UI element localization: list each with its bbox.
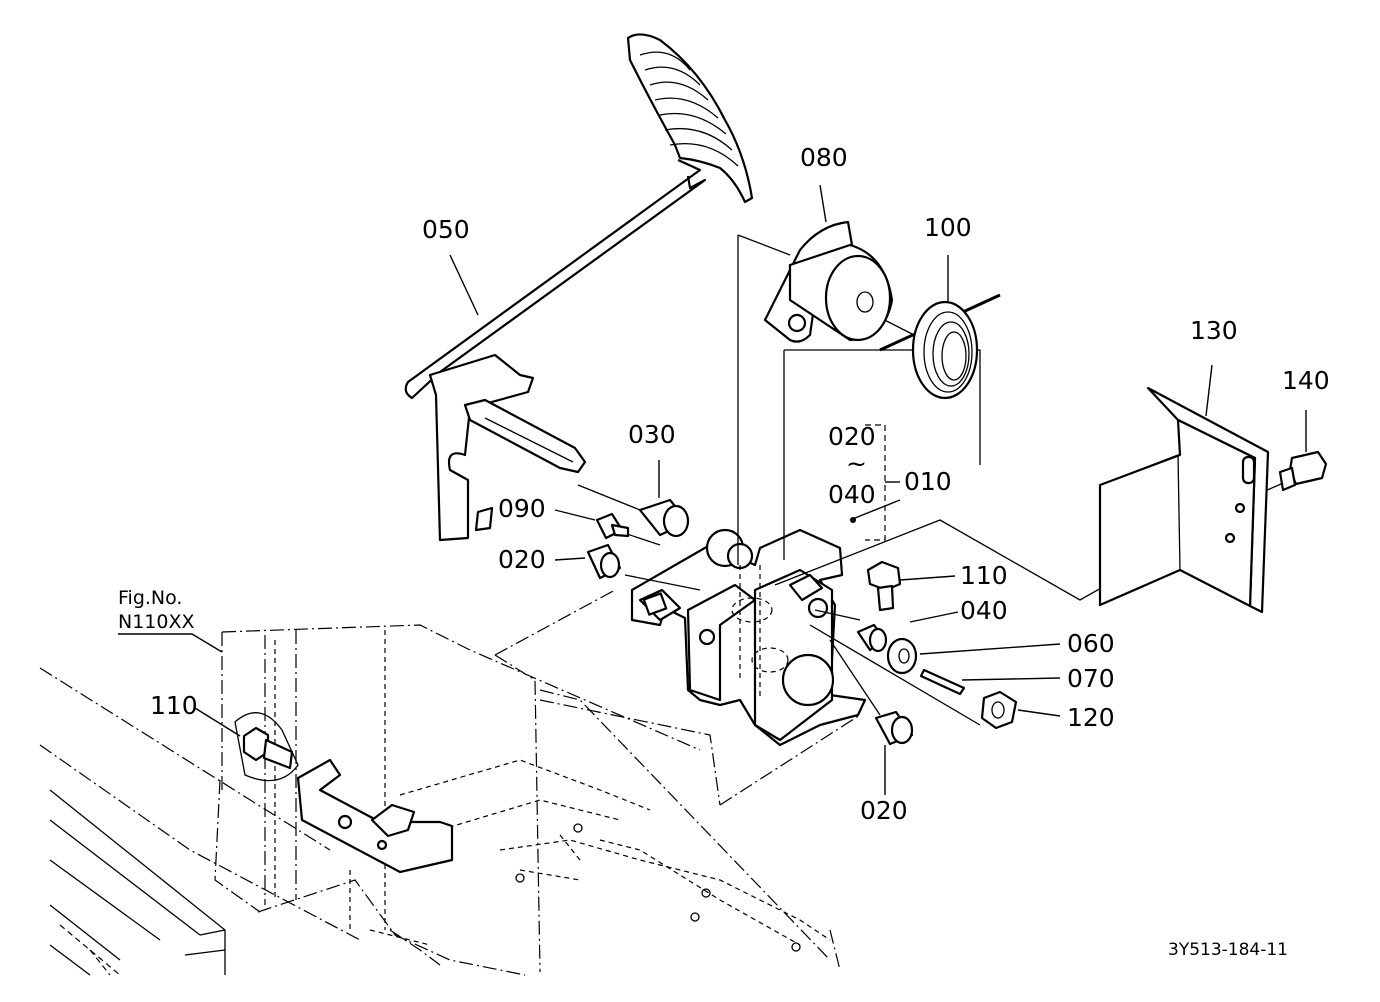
callout-120: 120 [1067, 703, 1115, 732]
bolt-110-right-part [866, 560, 902, 612]
bolt-140-part [1278, 450, 1328, 492]
figure-reference[interactable]: Fig.No. N110XX [118, 587, 223, 653]
callout-020-range-start: 020 [828, 422, 876, 451]
callout-range-tilde: ~ [846, 449, 867, 478]
torsion-spring-part [879, 293, 1001, 400]
figure-reference-label: Fig.No. [118, 587, 182, 609]
washer-060-part [886, 637, 918, 675]
callout-040: 040 [960, 596, 1008, 625]
bushing-040-part [856, 623, 888, 653]
pedal-bracket-part [630, 528, 867, 747]
cover-plate-part [1098, 386, 1270, 614]
bolt-110-left-part [234, 712, 299, 782]
bushing-020-upper-part [586, 543, 622, 580]
boss-plate-part [763, 220, 894, 343]
callout-020-lower: 020 [860, 796, 908, 825]
callout-labels: 050 080 100 130 140 030 020 ~ 040 010 09… [150, 143, 1330, 825]
pin-070-part [919, 668, 966, 696]
frame-clip-part [296, 758, 454, 874]
callout-070: 070 [1067, 664, 1115, 693]
callout-020-upper: 020 [498, 545, 546, 574]
grease-nipple-part [595, 512, 630, 540]
drawing-number: 3Y513-184-11 [1168, 940, 1288, 960]
bushing-030-part [638, 498, 690, 538]
callout-040-range-end: 040 [828, 480, 876, 509]
callout-060: 060 [1067, 629, 1115, 658]
callout-090: 090 [498, 494, 546, 523]
callout-140: 140 [1282, 366, 1330, 395]
chassis-frame [39, 589, 861, 976]
callout-030: 030 [628, 420, 676, 449]
callout-110-left: 110 [150, 691, 198, 720]
callout-050: 050 [422, 215, 470, 244]
nut-120-part [980, 690, 1018, 730]
callout-010: 010 [904, 467, 952, 496]
figure-reference-number[interactable]: N110XX [118, 611, 195, 633]
callout-130: 130 [1190, 316, 1238, 345]
pedal-arm-part [404, 33, 754, 542]
bushing-020-lower-part [874, 710, 914, 746]
callout-100: 100 [924, 213, 972, 242]
callout-110-right: 110 [960, 561, 1008, 590]
callout-080: 080 [800, 143, 848, 172]
